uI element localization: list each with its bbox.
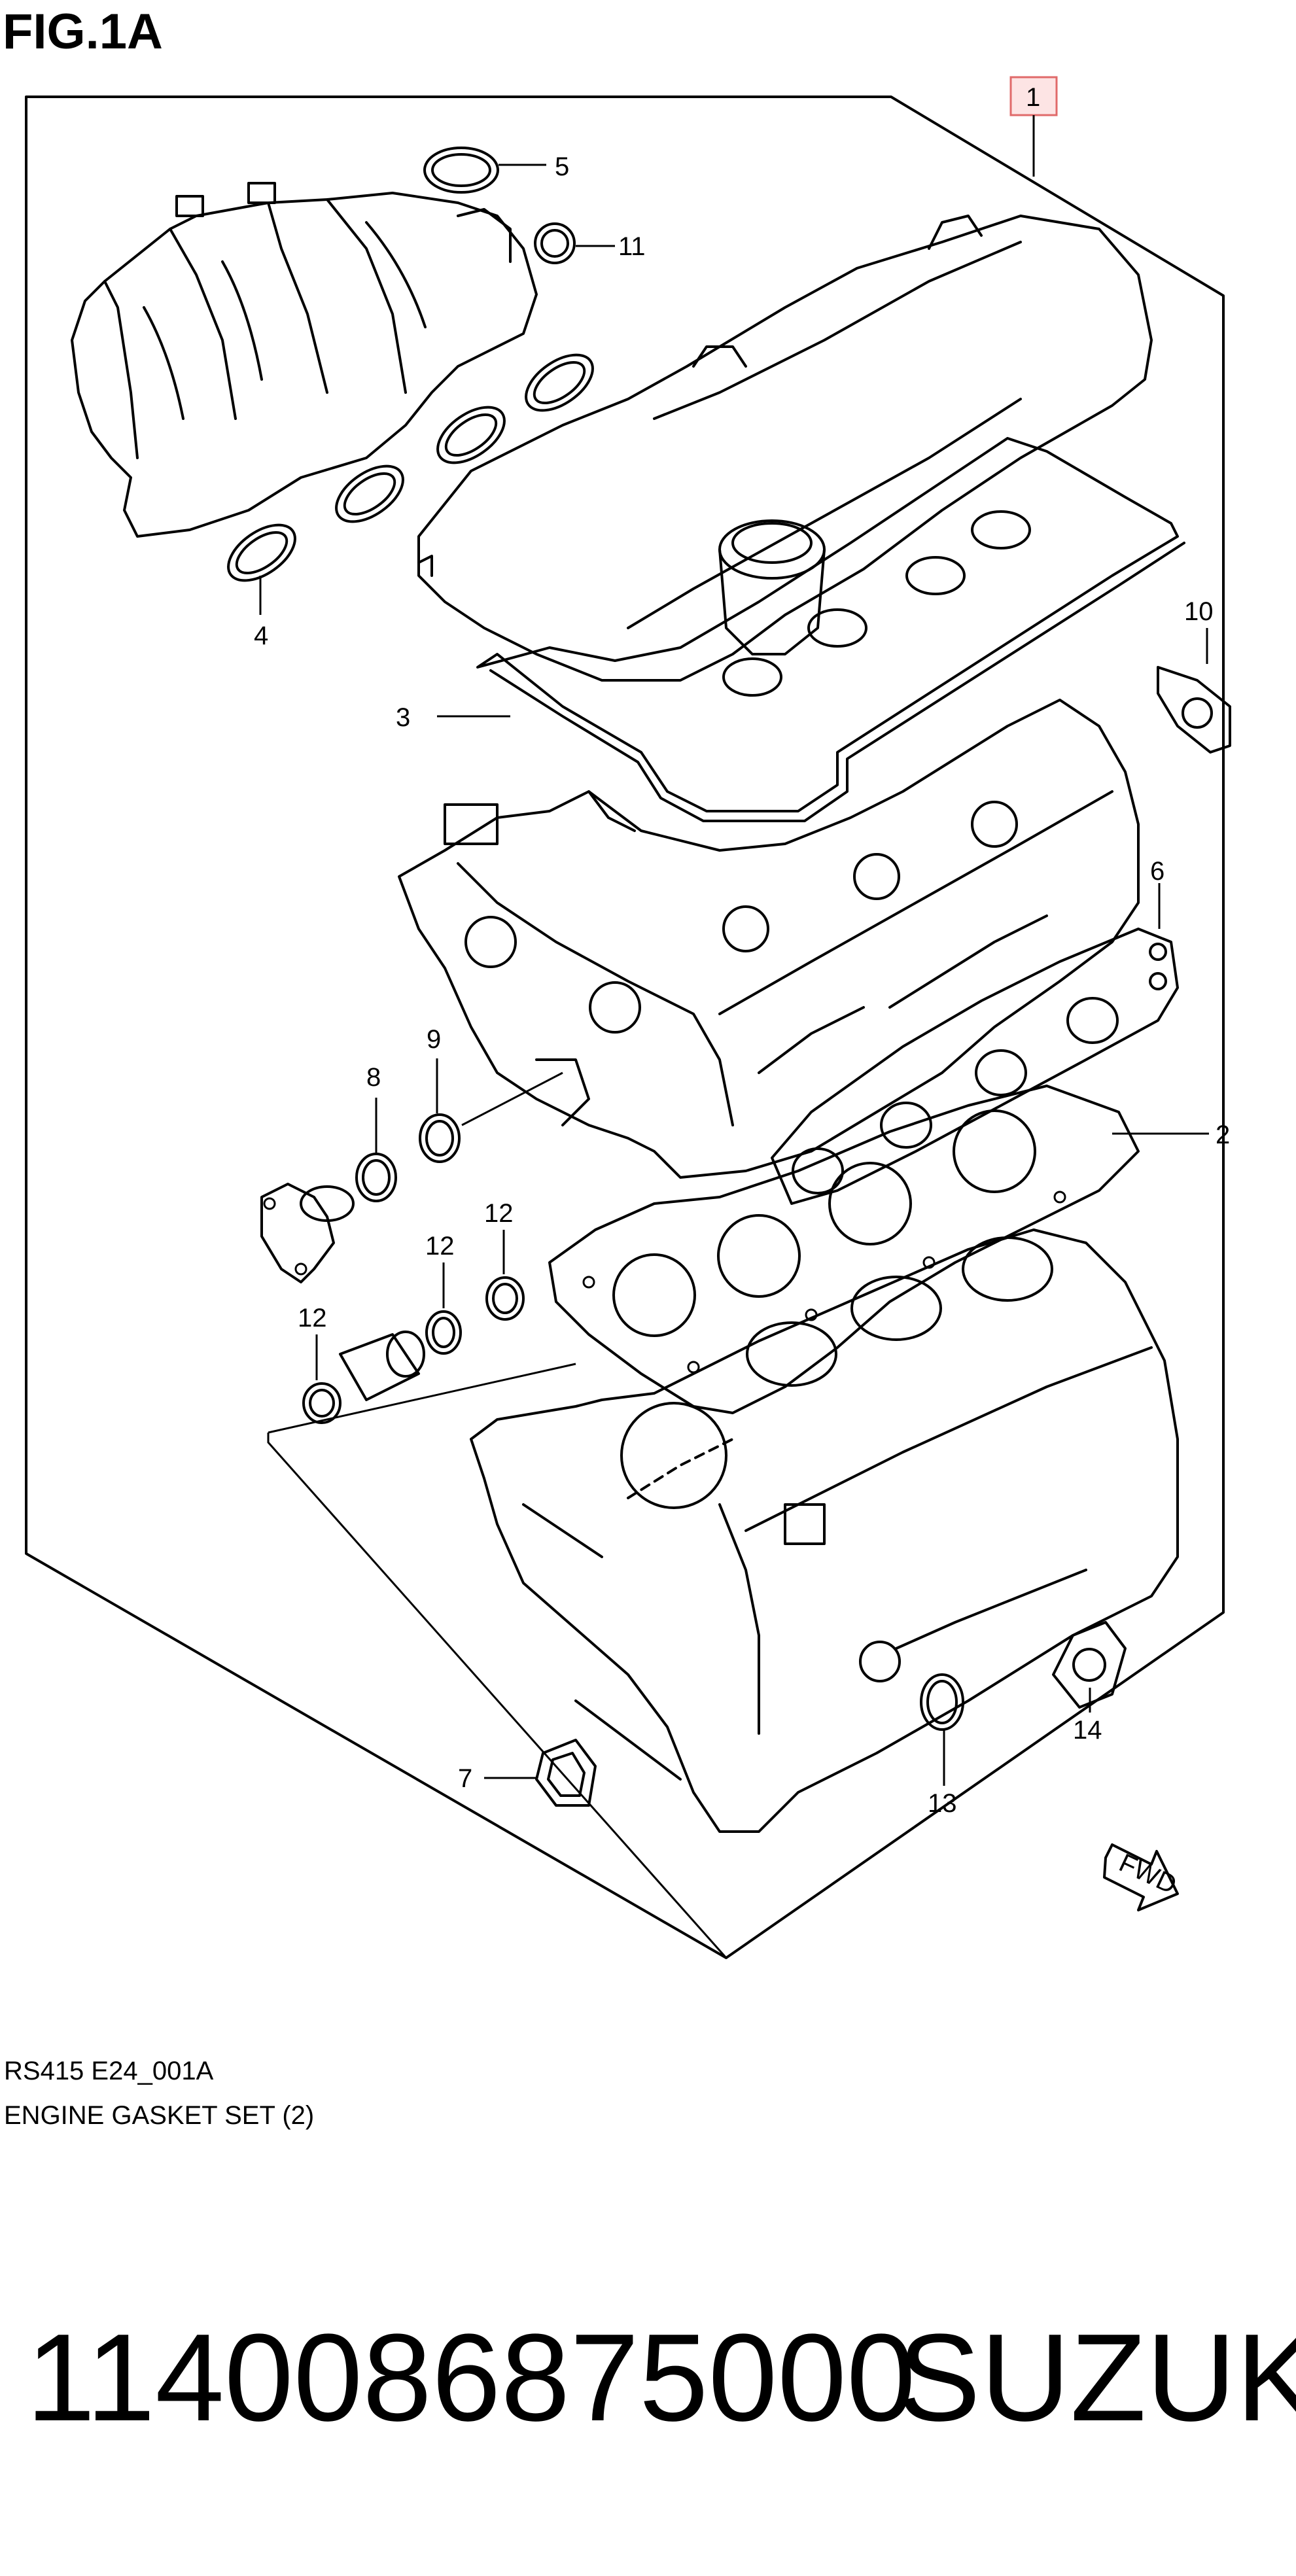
callout-label-14: 14 <box>1073 1716 1102 1745</box>
sensor-plug <box>260 1183 355 1283</box>
brand-name: SUZUKI <box>898 2308 1296 2447</box>
part-8-o-ring <box>355 1098 397 1202</box>
footer <box>0 2146 1296 2576</box>
callout-label-10: 10 <box>1184 597 1214 626</box>
part-7-gasket <box>484 1739 597 1807</box>
cylinder-head <box>398 699 1140 1179</box>
diagram-area: FWD 1 2 3 4 5 6 7 8 9 10 11 12 12 12 13 … <box>3 4 1231 2130</box>
diagram-caption: ENGINE GASKET SET (2) <box>4 2101 315 2130</box>
part-14-flange-gasket <box>1052 1621 1127 1713</box>
part-9-o-ring <box>419 1058 563 1163</box>
callout-label-12b: 12 <box>425 1232 455 1261</box>
callout-label-9: 9 <box>427 1025 441 1054</box>
callout-label-12c: 12 <box>298 1304 327 1332</box>
callout-label-12a: 12 <box>484 1199 514 1228</box>
figure-title: FIG.1A <box>3 4 163 60</box>
part-13-o-ring <box>920 1673 964 1786</box>
part-number: 1140086875000 <box>26 2308 916 2447</box>
part-12-o-ring-a <box>302 1334 342 1424</box>
cylinder-block <box>470 1228 1179 1833</box>
fwd-arrow: FWD <box>1103 1843 1181 1911</box>
block-dash-line <box>267 1433 727 1958</box>
fwd-label: FWD <box>1115 1849 1181 1900</box>
sleeve-tube <box>339 1331 425 1401</box>
cylinder-head-cover <box>417 215 1153 697</box>
callout-label-8: 8 <box>366 1063 381 1092</box>
callout-label-1: 1 <box>1026 83 1040 112</box>
intake-manifold <box>71 182 538 538</box>
part-6-exhaust-manifold-gasket <box>771 883 1179 1205</box>
callout-label-11: 11 <box>618 232 646 261</box>
callout-label-13: 13 <box>928 1789 957 1818</box>
diagram-reference-code: RS415 E24_001A <box>4 2057 214 2085</box>
part-11-seal <box>534 222 615 264</box>
part-12-o-ring-b <box>425 1262 462 1355</box>
part-5-throttle-gasket <box>423 147 546 194</box>
callout-label-6: 6 <box>1150 857 1165 886</box>
assembly-boundary <box>25 96 1225 1959</box>
cylinder-block-boundary <box>268 1363 576 1434</box>
part-2-cylinder-head-gasket <box>548 1085 1209 1414</box>
callout-label-4: 4 <box>254 621 268 650</box>
part-12-o-ring-c <box>485 1230 525 1321</box>
part-4-intake-manifold-gasket <box>227 353 594 615</box>
part-3-head-cover-gasket <box>437 437 1185 822</box>
callout-label-3: 3 <box>396 703 410 732</box>
callout-label-2: 2 <box>1216 1121 1230 1149</box>
callout-label-5: 5 <box>555 152 569 181</box>
exploded-view-diagram: FWD 1 2 3 4 5 6 7 8 9 10 11 12 12 12 13 … <box>25 76 1231 1959</box>
callout-1-box <box>1009 76 1058 177</box>
part-10-flange-gasket <box>1157 628 1231 754</box>
callout-label-7: 7 <box>458 1764 472 1793</box>
